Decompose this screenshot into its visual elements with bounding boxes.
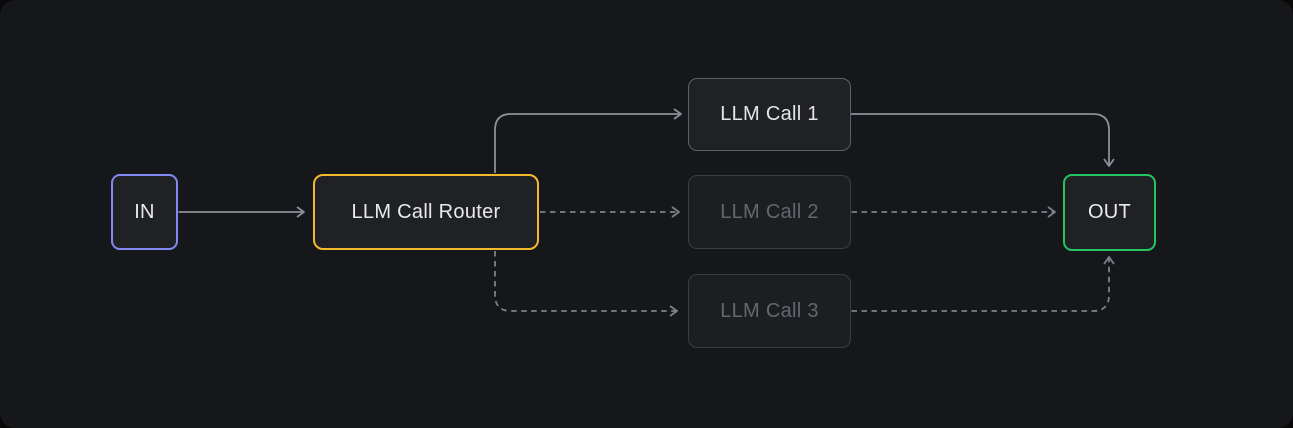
node-llm-call-2[interactable]: LLM Call 2 [688, 175, 851, 249]
node-out[interactable]: OUT [1063, 174, 1156, 251]
node-llm-call-router-label: LLM Call Router [351, 200, 501, 223]
node-llm-call-2-label: LLM Call 2 [720, 200, 819, 223]
node-in[interactable]: IN [111, 174, 178, 250]
edge-call3-out [851, 256, 1115, 312]
node-llm-call-1-label: LLM Call 1 [720, 103, 819, 125]
node-llm-call-3-label: LLM Call 3 [720, 299, 819, 322]
edge-call1-out [851, 113, 1115, 167]
node-llm-call-3[interactable]: LLM Call 3 [688, 274, 851, 348]
edge-router-call3 [494, 251, 678, 317]
node-llm-call-router[interactable]: LLM Call Router [313, 174, 539, 250]
node-in-label: IN [134, 200, 155, 223]
node-llm-call-1[interactable]: LLM Call 1 [688, 78, 851, 151]
edge-router-call1 [494, 108, 682, 173]
node-out-label: OUT [1087, 201, 1132, 223]
